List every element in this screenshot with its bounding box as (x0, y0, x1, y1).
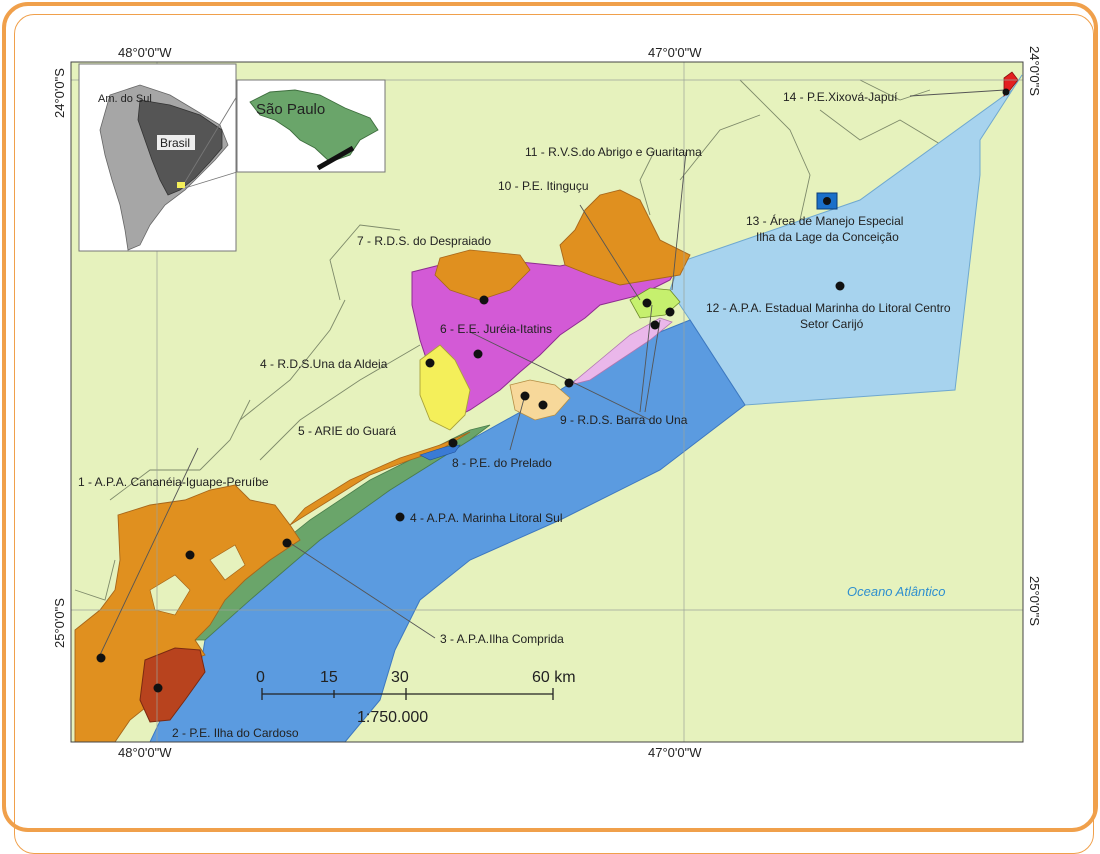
label-area-1: 1 - A.P.A. Cananéia-Iguape-Peruíbe (78, 475, 269, 489)
marker-abrigo-1 (642, 298, 652, 308)
ocean-label: Oceano Atlântico (847, 584, 946, 599)
pe-do-prelado (509, 379, 571, 421)
scale-bar: 0 15 30 60 km 1:750.000 (256, 669, 576, 726)
apa-cananeia-iguape-peruibe (74, 484, 301, 742)
pe-itingucu (559, 189, 691, 286)
inset-state-label: São Paulo (256, 101, 325, 118)
inset-country-label: Brasil (160, 136, 190, 150)
lon-bottom-right: 47°0'0"W (648, 745, 702, 760)
marker-barra-una (564, 378, 574, 388)
leader-lines (99, 89, 1006, 656)
lat-left-top: 24°0'0"S (52, 68, 67, 118)
inset-south-america: Am. do Sul Brasil (78, 63, 237, 252)
marker-abrigo-3 (650, 320, 660, 330)
pe-ilha-do-cardoso (139, 647, 206, 723)
municipal-boundaries (74, 79, 991, 601)
label-area-4-marine: 4 - A.P.A. Marinha Litoral Sul (410, 511, 563, 525)
marker-despraiado (479, 295, 489, 305)
scale-tick-0: 0 (256, 669, 265, 686)
land-pocket-1 (149, 574, 191, 616)
rds-despraiado (434, 249, 531, 301)
marker-ilha-comprida (282, 538, 292, 548)
inset-state-shape (249, 89, 379, 163)
label-area-6: 6 - E.E. Juréia-Itatins (440, 322, 552, 336)
label-area-8: 8 - P.E. do Prelado (452, 456, 552, 470)
label-area-3: 3 - A.P.A.Ilha Comprida (440, 632, 564, 646)
marker-jureia (473, 349, 483, 359)
marker-apa-cananeia-sw (96, 653, 106, 663)
lat-left-bottom: 25°0'0"S (52, 598, 67, 648)
label-area-9: 9 - R.D.S. Barra do Una (560, 413, 688, 427)
marker-prelado (520, 391, 530, 401)
scale-tick-30: 30 (391, 669, 409, 686)
inset-connector-lines (184, 95, 238, 189)
label-area-10: 10 - P.E. Itinguçu (498, 179, 589, 193)
inset-continent-label: Am. do Sul (98, 93, 152, 105)
map-svg: 1 - A.P.A. Cananéia-Iguape-Peruíbe 2 - P… (52, 45, 1042, 760)
label-area-12-line1: 12 - A.P.A. Estadual Marinha do Litoral … (706, 301, 951, 315)
marker-apa-cananeia (185, 550, 195, 560)
map-body: 1 - A.P.A. Cananéia-Iguape-Peruíbe 2 - P… (71, 62, 1023, 742)
label-area-13-line1: 13 - Área de Manejo Especial (746, 213, 903, 228)
label-area-4-land: 4 - R.D.S.Una da Aldeia (260, 357, 388, 371)
marker-abrigo-2 (665, 307, 675, 317)
marker-xixova (1002, 88, 1010, 96)
marker-prelado-2 (538, 400, 548, 410)
label-area-14: 14 - P.E.Xixová-Japuí (783, 90, 898, 104)
label-area-2: 2 - P.E. Ilha do Cardoso (172, 726, 299, 740)
site-markers (96, 88, 1010, 693)
lon-top-right: 47°0'0"W (648, 45, 702, 60)
label-area-12-line2: Setor Carijó (800, 317, 864, 331)
marker-area-13 (823, 197, 831, 205)
label-area-13-line2: Ilha da Lage da Conceição (756, 230, 899, 244)
rds-barra-do-una (569, 317, 673, 386)
label-area-7: 7 - R.D.S. do Despraiado (357, 234, 491, 248)
arie-do-guara (419, 444, 461, 461)
scale-tick-60km: 60 km (532, 669, 576, 686)
scale-ratio: 1:750.000 (357, 709, 428, 726)
marker-ilha-cardoso (153, 683, 163, 693)
lat-right-bottom: 25°0'0"S (1027, 576, 1042, 626)
lon-bottom-left: 48°0'0"W (118, 745, 172, 760)
inset-sao-paulo: São Paulo (236, 79, 386, 173)
marker-guara (448, 438, 458, 448)
map-border (70, 61, 1024, 743)
lon-top-left: 48°0'0"W (118, 45, 172, 60)
label-area-11: 11 - R.V.S.do Abrigo e Guaritama (525, 145, 702, 159)
land-pocket-2 (209, 544, 246, 581)
marker-apa-marinha-sul (395, 512, 405, 522)
marker-apa-centro (835, 281, 845, 291)
scale-tick-15: 15 (320, 669, 338, 686)
marker-una-aldeia (425, 358, 435, 368)
lat-right-top: 24°0'0"S (1027, 46, 1042, 96)
label-area-5: 5 - ARIE do Guará (298, 424, 396, 438)
